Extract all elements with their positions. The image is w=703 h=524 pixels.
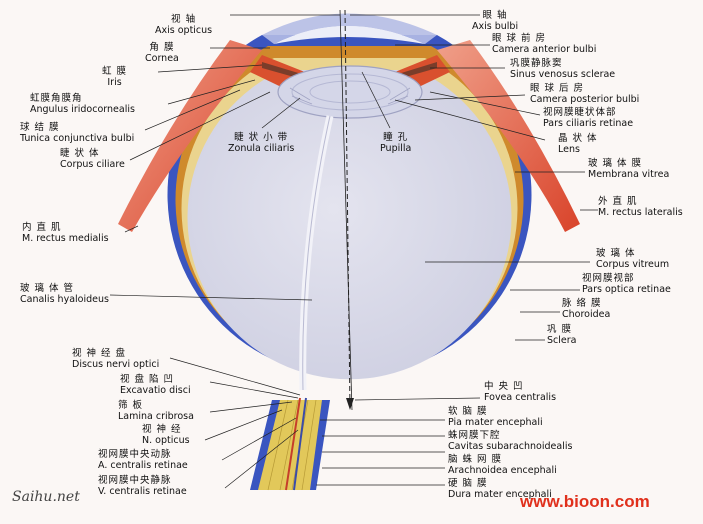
watermark-bioon: www.bioon.com xyxy=(520,492,650,511)
optic-axis-line xyxy=(344,9,351,409)
vitreous-body-shape xyxy=(187,70,512,380)
watermark-saihu: Saihu.net xyxy=(12,489,80,505)
leader-lines xyxy=(109,14,598,489)
zonular-fibers xyxy=(289,87,411,105)
lateral-rectus-muscle xyxy=(437,40,580,232)
eye-axis-line xyxy=(339,9,353,411)
cornea-shape xyxy=(262,13,437,44)
lens-shape xyxy=(277,65,423,119)
